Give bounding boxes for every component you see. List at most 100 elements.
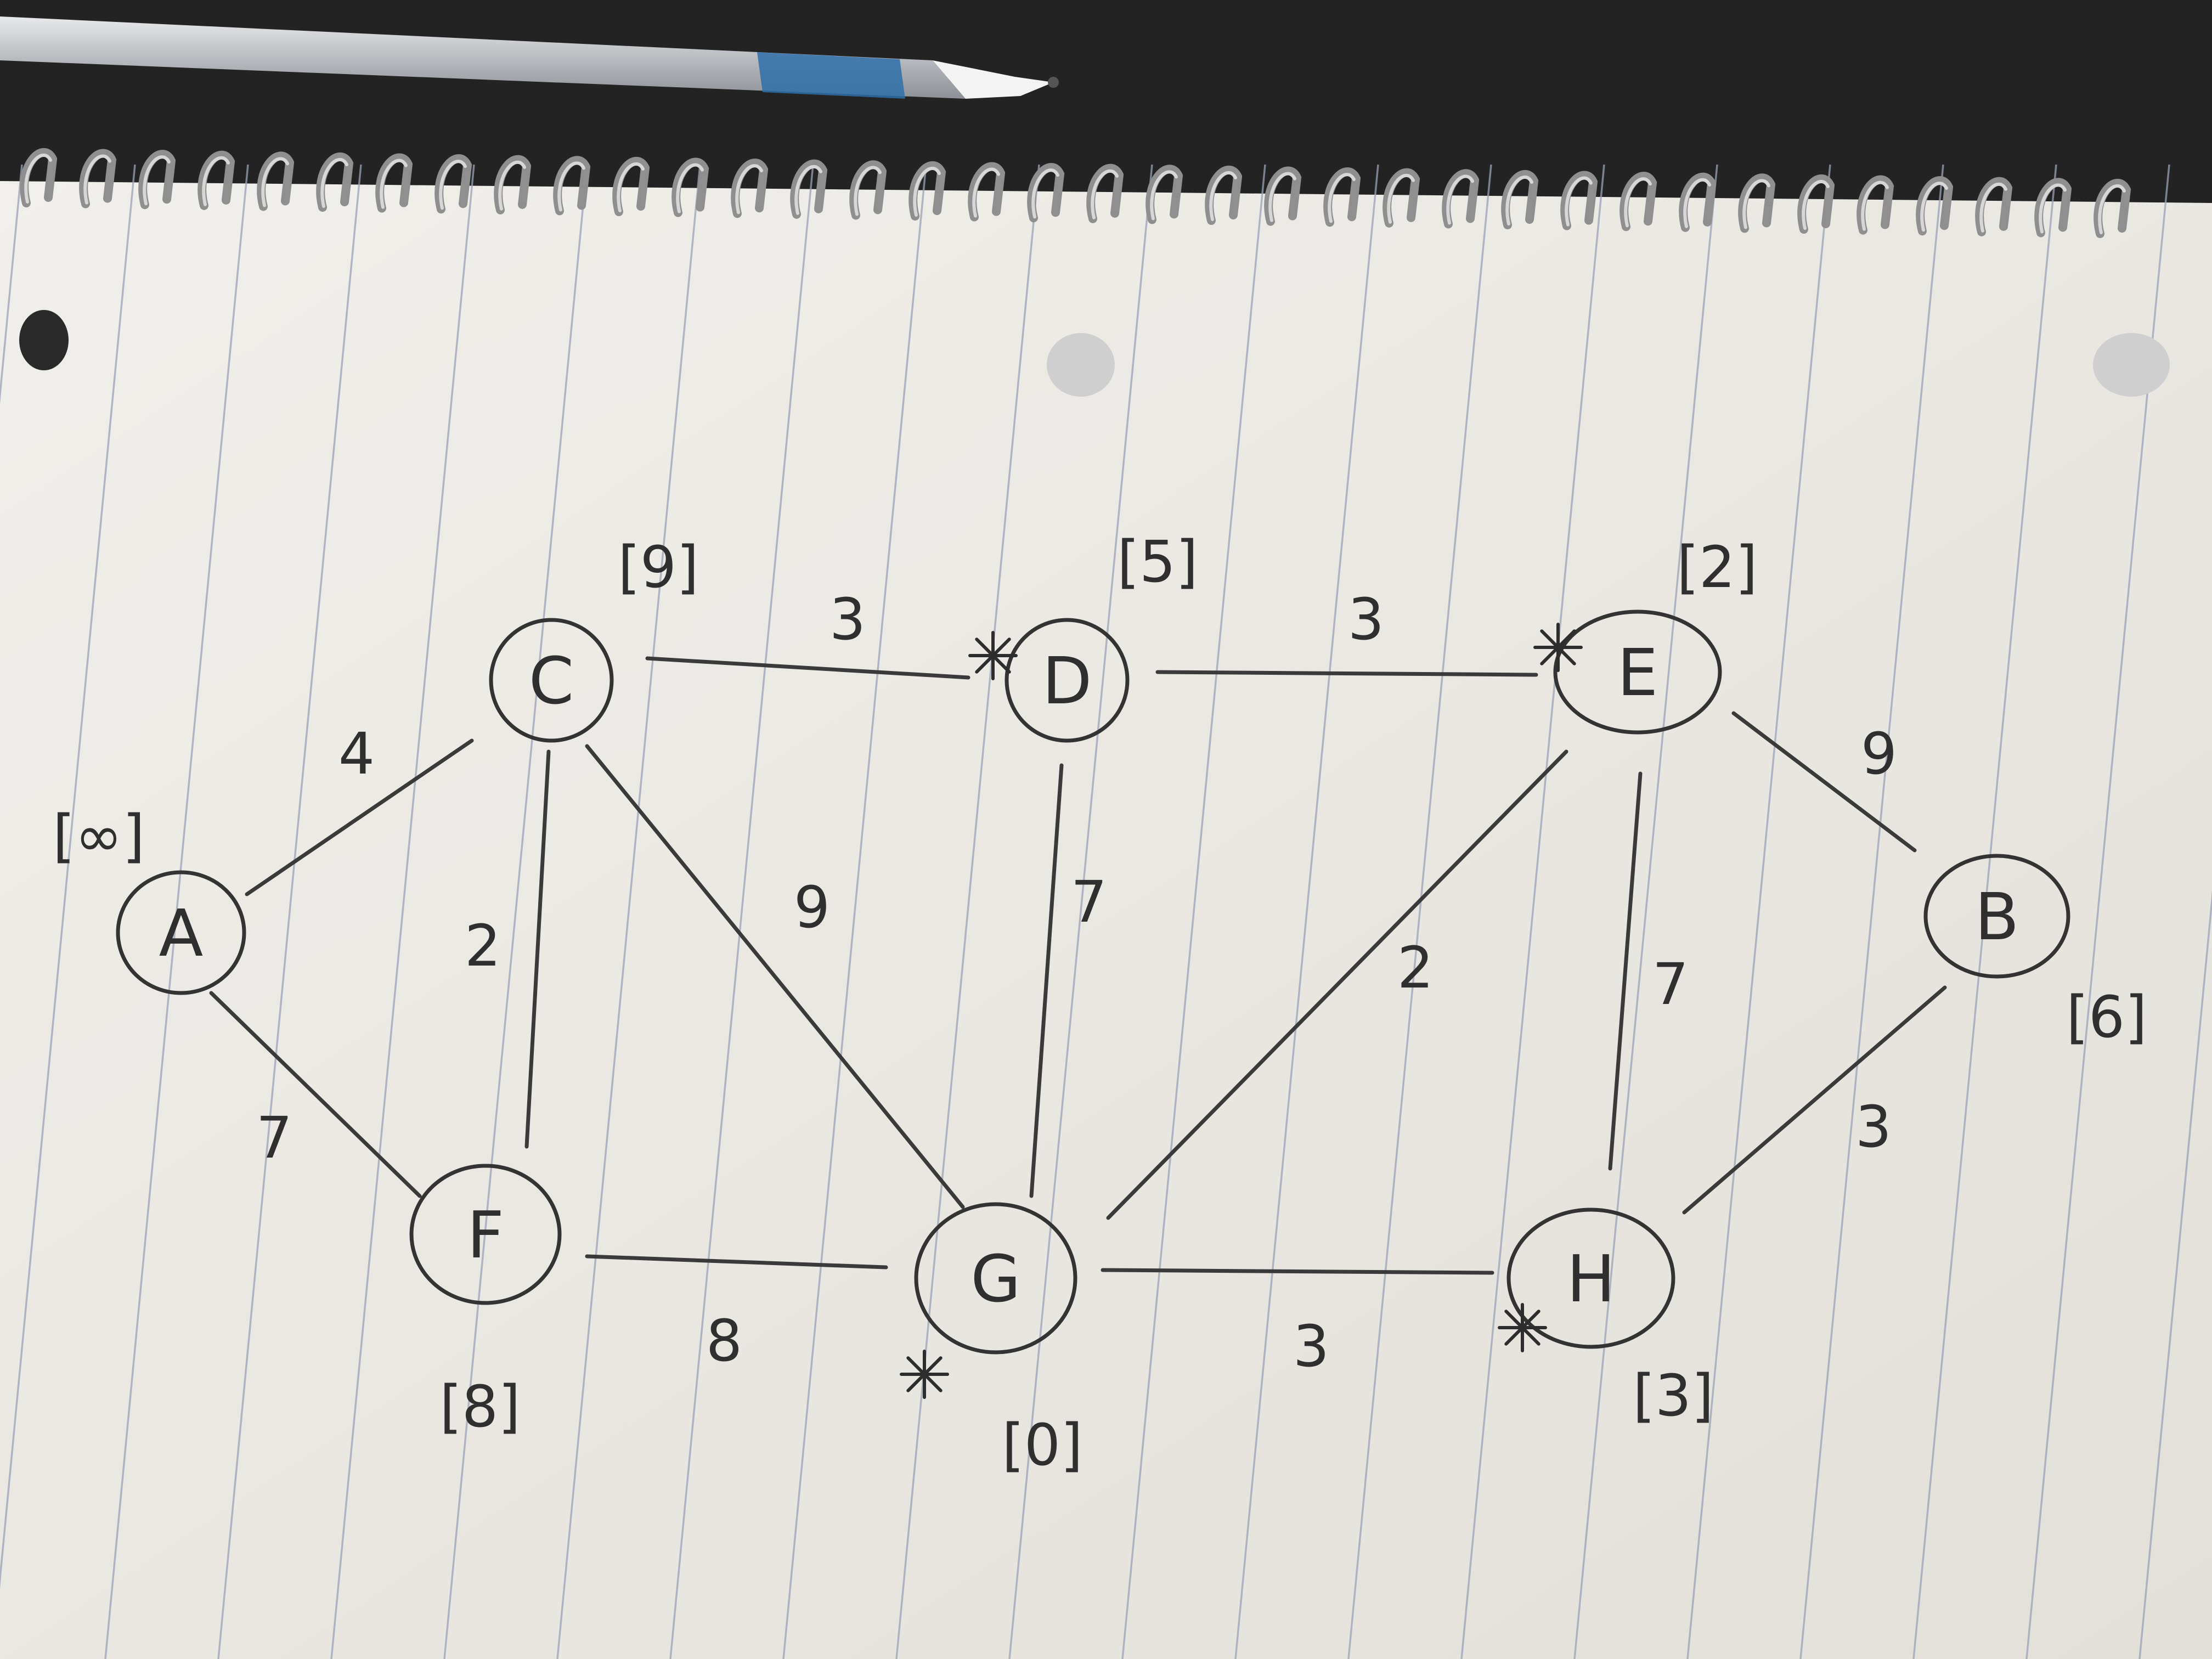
edge-weight-a-c: 4 [338, 720, 375, 787]
rule-line [2025, 164, 2170, 1659]
node-label: G [970, 1241, 1020, 1317]
edge-c-d [645, 656, 970, 680]
rule-line [0, 164, 136, 1589]
spiral-coil-highlight [1091, 169, 1119, 219]
rule-line [1912, 164, 2057, 1659]
node-circle [489, 618, 614, 743]
rule-line [217, 164, 362, 1659]
spiral-coil-highlight [1268, 172, 1296, 222]
spiral-coil-highlight [83, 154, 111, 205]
edge-d-e [1155, 670, 1538, 677]
node-label: B [1975, 879, 2019, 955]
edge-a-f [209, 991, 422, 1198]
node-distance-label: [8] [439, 1373, 520, 1440]
edge-weight-e-b: 9 [1861, 720, 1897, 787]
spiral-coil-highlight [1683, 178, 1711, 228]
node-distance-label: [2] [1677, 534, 1757, 601]
node-circle [1005, 618, 1130, 743]
rule-line [104, 164, 249, 1659]
edge-weight-g-e: 2 [1397, 934, 1434, 1001]
edge-weight-f-g: 8 [706, 1307, 742, 1374]
graph-edges [209, 656, 1947, 1275]
spiral-coil-highlight [320, 157, 348, 208]
node-distance-label: [5] [1117, 528, 1198, 595]
node-c: C [9] [489, 534, 699, 743]
spiral-coil-highlight [676, 163, 704, 213]
rule-line [1573, 164, 1718, 1659]
node-h: H [3] [1498, 1207, 1714, 1429]
notebook-rule-lines [0, 164, 2212, 1659]
rule-line [1799, 164, 1944, 1659]
edge-weight-h-b: 3 [1855, 1093, 1892, 1160]
edge-c-g [585, 744, 965, 1209]
notebook-page [0, 181, 2212, 1659]
rule-line [895, 164, 1040, 1659]
rule-line [1347, 164, 1492, 1659]
rule-line [1686, 164, 1831, 1659]
spiral-coil-highlight [2039, 183, 2067, 234]
punch-holes [19, 310, 2170, 397]
node-distance-label: [0] [1002, 1412, 1082, 1479]
node-d: D [5] [968, 528, 1198, 743]
rule-line [1234, 164, 1379, 1659]
rule-line [443, 164, 588, 1659]
edge-weight-g-h: 3 [1293, 1313, 1329, 1380]
edge-e-b [1731, 711, 1917, 853]
node-circle [1553, 610, 1722, 735]
rule-line [1008, 164, 1153, 1659]
edge-f-g [585, 1254, 888, 1269]
node-distance-label: [3] [1633, 1362, 1713, 1429]
spiral-coil-highlight [1920, 182, 1948, 232]
spiral-coil-highlight [1209, 171, 1237, 221]
spiral-coil-highlight [735, 164, 763, 215]
rule-line [2138, 890, 2212, 1659]
node-label: H [1567, 1241, 1616, 1317]
node-f: F [8] [409, 1164, 562, 1440]
edge-a-c [245, 738, 474, 896]
node-circle [116, 870, 246, 995]
node-distance-label: [9] [618, 534, 698, 601]
rule-line [782, 164, 927, 1659]
edge-d-g [1029, 763, 1064, 1198]
edge-g-e [1106, 749, 1568, 1220]
node-circle [409, 1164, 562, 1305]
node-g: G [0] [900, 1202, 1083, 1479]
pen-icon [0, 16, 1059, 99]
spiral-coil-highlight [1624, 177, 1652, 228]
spiral-coil-highlight [439, 160, 467, 210]
spiral-coil-highlight [143, 155, 171, 206]
edge-weight-d-g: 7 [1071, 868, 1107, 935]
spiral-coil-highlight [854, 166, 882, 216]
spiral-coil-highlight [498, 160, 526, 211]
node-label: D [1042, 643, 1092, 719]
node-distance-label: [6] [2066, 984, 2147, 1051]
node-label: C [529, 643, 574, 719]
edge-weight-c-d: 3 [830, 586, 866, 653]
spiral-coil-highlight [1802, 179, 1830, 230]
visited-star-icon [1533, 623, 1583, 672]
spiral-coil-highlight [972, 167, 1000, 218]
edge-weight-e-h: 7 [1652, 951, 1689, 1018]
node-label: F [467, 1197, 504, 1273]
spiral-coil-highlight [1565, 176, 1593, 227]
spiral-coil-highlight [794, 165, 822, 215]
spiral-coil-highlight [617, 162, 645, 212]
spiral-coil-highlight [1328, 173, 1356, 223]
node-circle [914, 1202, 1077, 1355]
spiral-coil-highlight [1505, 175, 1533, 225]
rule-line [669, 164, 814, 1659]
rule-line [556, 164, 701, 1659]
spiral-coil-highlight [1861, 180, 1889, 231]
graph-nodes: A[∞] B [6] C [9] D [5] E[2] F [8] G [0] H [3] [53, 528, 2147, 1479]
edge-weight-c-g: 9 [794, 874, 830, 941]
spiral-coil-highlight [24, 153, 52, 204]
node-label: A [159, 895, 204, 971]
node-a: A[∞] [53, 803, 246, 995]
node-e: E[2] [1533, 534, 1758, 735]
edge-weight-d-e: 3 [1348, 586, 1384, 653]
edge-g-h [1101, 1268, 1494, 1275]
spiral-coil-highlight [913, 166, 941, 217]
